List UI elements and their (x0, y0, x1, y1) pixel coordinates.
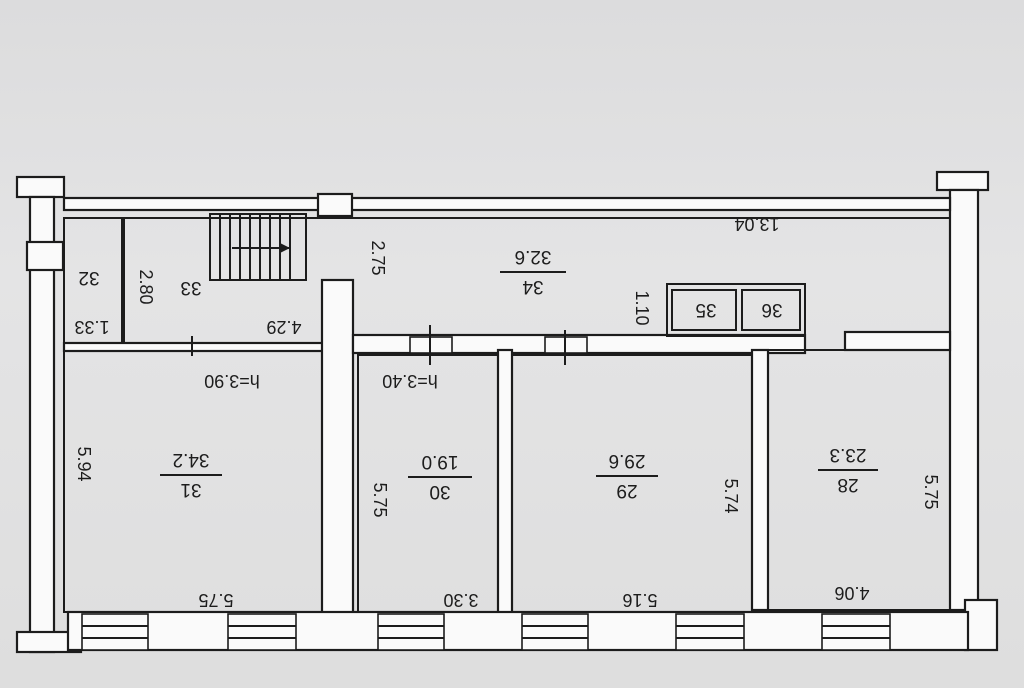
room-28-number: 28 (837, 474, 858, 495)
corridor-width-dim: 2.75 (368, 240, 388, 275)
room-28-area: 23.3 (830, 444, 867, 465)
room-30-number: 30 (429, 481, 450, 502)
room-36-number: 36 (761, 299, 782, 320)
corridor-length-dim: 13.04 (734, 214, 779, 234)
room-31-area: 34.2 (173, 449, 210, 470)
room-34-label: 34 32.6 (500, 246, 566, 297)
room-33-number: 33 (180, 277, 201, 298)
room-34-area: 32.6 (515, 246, 552, 267)
stair (209, 213, 307, 281)
window (227, 613, 297, 651)
room-32-number: 32 (78, 267, 99, 288)
window (821, 613, 891, 651)
window (521, 613, 589, 651)
windows (81, 613, 891, 651)
room-30-width-dim: 3.30 (443, 590, 478, 610)
room-30-label: 30 19.0 (408, 451, 472, 502)
window (675, 613, 745, 651)
right-outer-wall (935, 170, 999, 652)
stair-arrow-icon (280, 243, 290, 253)
ceiling-height-1: h=3.90 (204, 371, 260, 391)
room-31-width-dim: 5.75 (198, 590, 233, 610)
room-31-label: 31 34.2 (160, 449, 222, 500)
closet-height-dim: 1.10 (632, 290, 652, 325)
window (81, 613, 149, 651)
top-corridor-wall (62, 192, 952, 219)
window (377, 613, 445, 651)
room-28-height-dim: 5.75 (921, 474, 941, 509)
room-31-number: 31 (180, 479, 201, 500)
room-29-number: 29 (616, 480, 637, 501)
room-30-height-dim: 5.75 (370, 482, 390, 517)
room-30-area: 19.0 (422, 451, 459, 472)
room-35-number: 35 (695, 299, 716, 320)
room-28-label: 28 23.3 (818, 444, 878, 495)
room-32-width-dim: 1.33 (74, 317, 109, 337)
room-33-length-dim: 4.29 (266, 317, 301, 337)
room-34-number: 34 (522, 276, 544, 297)
left-outer-wall (15, 175, 83, 654)
door-marks (121, 218, 588, 365)
room-29-height-dim: 5.74 (721, 478, 741, 513)
room-31-height-dim: 5.94 (74, 446, 94, 481)
room-29-area: 29.6 (609, 450, 646, 471)
closets (666, 283, 806, 337)
room-29-label: 29 29.6 (596, 450, 658, 501)
ceiling-height-2: h=3.40 (382, 371, 438, 391)
bottom-wall (66, 610, 970, 652)
room-29-width-dim: 5.16 (622, 590, 657, 610)
room-outlines (63, 217, 951, 613)
room-32-height-dim: 2.80 (136, 269, 156, 304)
room-28-width-dim: 4.06 (834, 583, 869, 603)
corridor-divider-wall (62, 278, 952, 620)
